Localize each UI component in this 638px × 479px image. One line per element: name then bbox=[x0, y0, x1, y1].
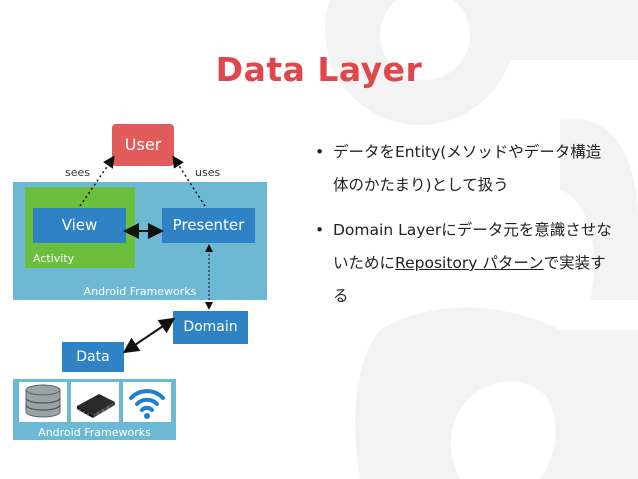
view-box: View bbox=[33, 208, 126, 243]
slide-title: Data Layer bbox=[215, 50, 423, 89]
bullet-text-2-pre: Domain Layerにデータ元を意識させないために bbox=[333, 221, 612, 272]
android-frameworks-top-label: Android Frameworks bbox=[83, 285, 197, 298]
uses-label: uses bbox=[195, 166, 221, 179]
chip-icon bbox=[71, 382, 119, 422]
bullet-text-1: データをEntity(メソッドやデータ構造体のかたまり)として扱う bbox=[333, 143, 602, 194]
user-box: User bbox=[112, 124, 174, 166]
data-box: Data bbox=[62, 342, 124, 372]
presenter-box: Presenter bbox=[162, 208, 255, 243]
repository-pattern-text: Repository パターン bbox=[395, 254, 544, 272]
android-frameworks-bottom-label: Android Frameworks bbox=[38, 426, 151, 439]
bullet-dot-1: • bbox=[315, 143, 325, 161]
sees-label: sees bbox=[65, 166, 90, 179]
wifi-icon bbox=[123, 382, 171, 422]
database-icon bbox=[19, 382, 67, 422]
bullet-dot-2: • bbox=[315, 221, 325, 239]
bullet-list: • データをEntity(メソッドやデータ構造体のかたまり)として扱う • Do… bbox=[313, 136, 613, 325]
bullet-item-1: • データをEntity(メソッドやデータ構造体のかたまり)として扱う bbox=[313, 136, 613, 202]
activity-label: Activity bbox=[33, 252, 75, 265]
bullet-text-2-post: で実装する bbox=[333, 254, 606, 305]
android-frameworks-bottom-container: Android Frameworks bbox=[13, 379, 176, 440]
domain-box: Domain bbox=[173, 311, 248, 344]
bullet-item-2: • Domain Layerにデータ元を意識させないためにRepository … bbox=[313, 214, 613, 313]
domain-data-arrow bbox=[122, 317, 176, 354]
